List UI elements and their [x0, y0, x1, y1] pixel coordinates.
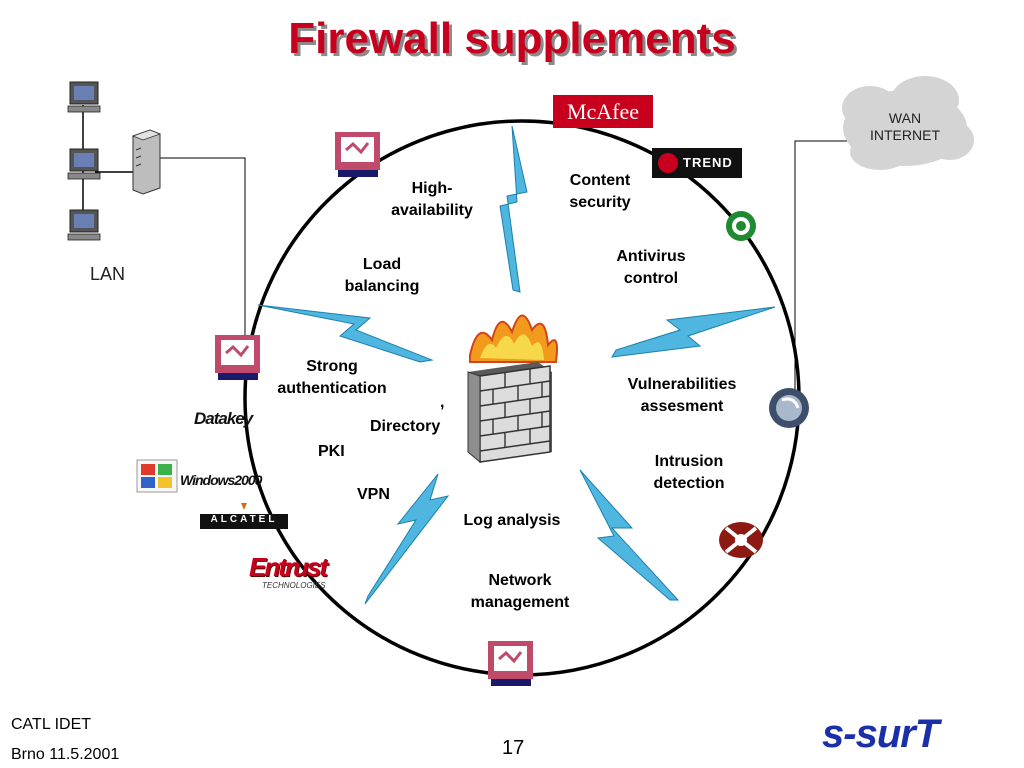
label-line: availability [391, 202, 473, 219]
label-line: control [623, 270, 679, 287]
windows-logo-text: Windows2000 [180, 472, 262, 488]
label-directory-mark: , [440, 394, 445, 411]
trend-logo-text: TREND [683, 155, 733, 170]
intrusion-detection-logo [719, 522, 763, 558]
lan-uplink-line [160, 157, 246, 340]
vulnerability-scanner-logo [769, 388, 809, 428]
lightning-upper-right [611, 306, 776, 358]
monitor-icon-left [215, 335, 260, 380]
footer-org: CATL IDET [11, 716, 92, 733]
label-line: management [470, 594, 570, 611]
label-strong-authentication: Strong authentication [262, 356, 402, 400]
wan-cloud-icon [842, 76, 974, 170]
windows-logo [136, 459, 178, 493]
label-line: Network [488, 572, 552, 589]
label-log-analysis: Log analysis [463, 512, 561, 529]
label-content-security: Content security [545, 170, 655, 214]
label-line: assesment [640, 398, 724, 415]
lightning-lower-left [364, 473, 450, 605]
label-vulnerabilities: Vulnerabilities assesment [612, 374, 752, 418]
label-line: balancing [344, 278, 420, 295]
datakey-logo: Datakey [194, 409, 253, 428]
lightning-upper-left [257, 304, 434, 363]
monitor-icon-bottom [488, 641, 533, 686]
label-line: security [569, 194, 631, 211]
lightning-bolts [257, 125, 776, 605]
label-line: Content [569, 172, 631, 189]
alcatel-logo [200, 503, 288, 529]
label-line: High- [411, 180, 453, 197]
lan-label: LAN [90, 264, 126, 284]
lan-server-icon [131, 129, 162, 195]
lan-workstation-middle [67, 148, 101, 180]
lightning-top [499, 125, 528, 293]
label-line: Intrusion [654, 453, 724, 470]
page-number: 17 [502, 737, 525, 759]
brand-logo: s-surT [822, 712, 939, 756]
monitor-icon-top-left [335, 132, 380, 177]
slide-title: Firewall supplements [288, 14, 736, 63]
label-pki: PKI [318, 443, 345, 460]
lan-workstation-bottom [67, 209, 101, 241]
alcatel-logo-text: ALCATEL [210, 514, 278, 525]
label-antivirus-control: Antivirus control [596, 246, 706, 290]
lightning-lower-right [579, 469, 680, 601]
label-vpn: VPN [357, 486, 390, 503]
lan-workstation-top [67, 81, 101, 113]
wan-cloud-label: WAN INTERNET [850, 110, 960, 144]
label-directory: Directory [370, 418, 441, 435]
entrust-logo-subtitle: TECHNOLOGIES [262, 581, 326, 590]
wan-label: WAN [888, 110, 922, 126]
mcafee-logo-text: McAfee [566, 99, 640, 124]
label-line: detection [653, 475, 725, 492]
wan-link-line [794, 140, 848, 400]
antivirus-green-logo [726, 211, 756, 241]
footer-place-date: Brno 11.5.2001 [11, 746, 120, 763]
label-line: authentication [277, 380, 387, 397]
trend-logo [652, 148, 742, 178]
firewall-icon [467, 314, 558, 464]
label-line: Vulnerabilities [627, 376, 737, 393]
mcafee-logo [553, 95, 653, 128]
label-intrusion-detection: Intrusion detection [634, 451, 744, 495]
label-load-balancing: Load balancing [322, 254, 442, 298]
label-line: Strong [306, 358, 358, 375]
label-line: Load [362, 256, 402, 273]
label-line: Antivirus [616, 248, 686, 265]
entrust-logo: Entrust [249, 552, 328, 582]
label-high-availability: High- availability [372, 178, 492, 222]
label-network-management: Network management [456, 570, 584, 614]
internet-label: INTERNET [870, 127, 940, 143]
